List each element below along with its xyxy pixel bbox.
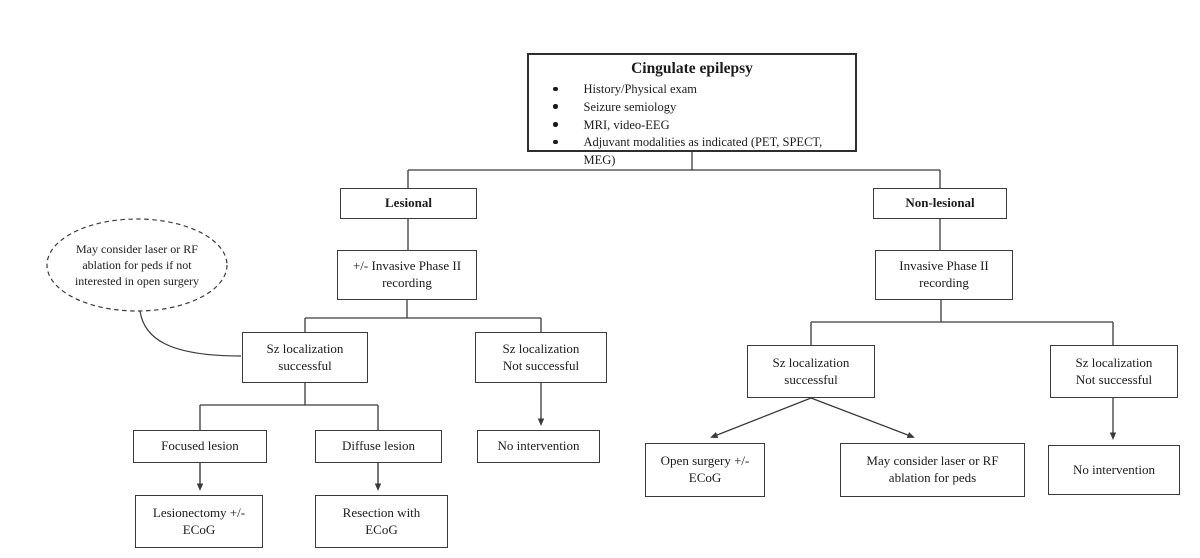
- arrow-right-success-laser: [810, 397, 915, 439]
- connector-right-sz-split: [810, 300, 1114, 345]
- list-item: Adjuvant modalities as indicated (PET, S…: [539, 134, 845, 170]
- callout-leader-curve: [139, 310, 242, 357]
- node-left-no-intervention: No intervention: [477, 430, 600, 463]
- list-item: MRI, video-EEG: [539, 117, 845, 135]
- callout-ellipse: [46, 218, 228, 312]
- node-left-sz-localization-successful: Sz localization successful: [242, 332, 368, 383]
- connector-left-lesion-split: [199, 383, 379, 430]
- bullet-label: Seizure semiology: [583, 99, 677, 114]
- bullet-icon: [553, 122, 558, 127]
- bullet-label: History/Physical exam: [583, 82, 698, 96]
- list-item: History/Physical exam: [539, 81, 845, 99]
- connector-root-split: [407, 152, 941, 188]
- bullet-label: Adjuvant modalities as indicated (PET, S…: [583, 135, 823, 167]
- node-right-sz-localization-successful: Sz localization successful: [747, 345, 875, 398]
- callout-note: May consider laser or RF ablation for pe…: [74, 241, 200, 289]
- node-diffuse-lesion: Diffuse lesion: [315, 430, 442, 463]
- root-bullet-list: History/Physical exam Seizure semiology …: [539, 81, 845, 170]
- node-cingulate-epilepsy: Cingulate epilepsy History/Physical exam…: [527, 53, 857, 167]
- connector-left-sz-split: [304, 300, 542, 332]
- node-focused-lesion: Focused lesion: [133, 430, 267, 463]
- list-item: Seizure semiology: [539, 99, 845, 117]
- node-lesionectomy-ecog: Lesionectomy +/- ECoG: [135, 495, 263, 548]
- bullet-icon: [553, 104, 558, 109]
- bullet-icon: [553, 86, 558, 91]
- node-resection-with-ecog: Resection with ECoG: [315, 495, 448, 548]
- node-nonlesional-phase2-recording: Invasive Phase II recording: [875, 250, 1013, 300]
- bullet-label: MRI, video-EEG: [583, 117, 670, 132]
- node-right-sz-localization-not-successful: Sz localization Not successful: [1050, 345, 1178, 398]
- arrow-right-success-opensurgery: [710, 397, 812, 438]
- node-non-lesional: Non-lesional: [873, 188, 1007, 219]
- node-laser-rf-ablation: May consider laser or RF ablation for pe…: [840, 443, 1025, 497]
- node-lesional: Lesional: [340, 188, 477, 219]
- node-left-sz-localization-not-successful: Sz localization Not successful: [475, 332, 607, 383]
- node-right-no-intervention: No intervention: [1048, 445, 1180, 495]
- node-lesional-phase2-recording: +/- Invasive Phase II recording: [337, 250, 477, 300]
- node-open-surgery-ecog: Open surgery +/- ECoG: [645, 443, 765, 497]
- bullet-icon: [553, 139, 558, 145]
- root-title: Cingulate epilepsy: [631, 60, 753, 77]
